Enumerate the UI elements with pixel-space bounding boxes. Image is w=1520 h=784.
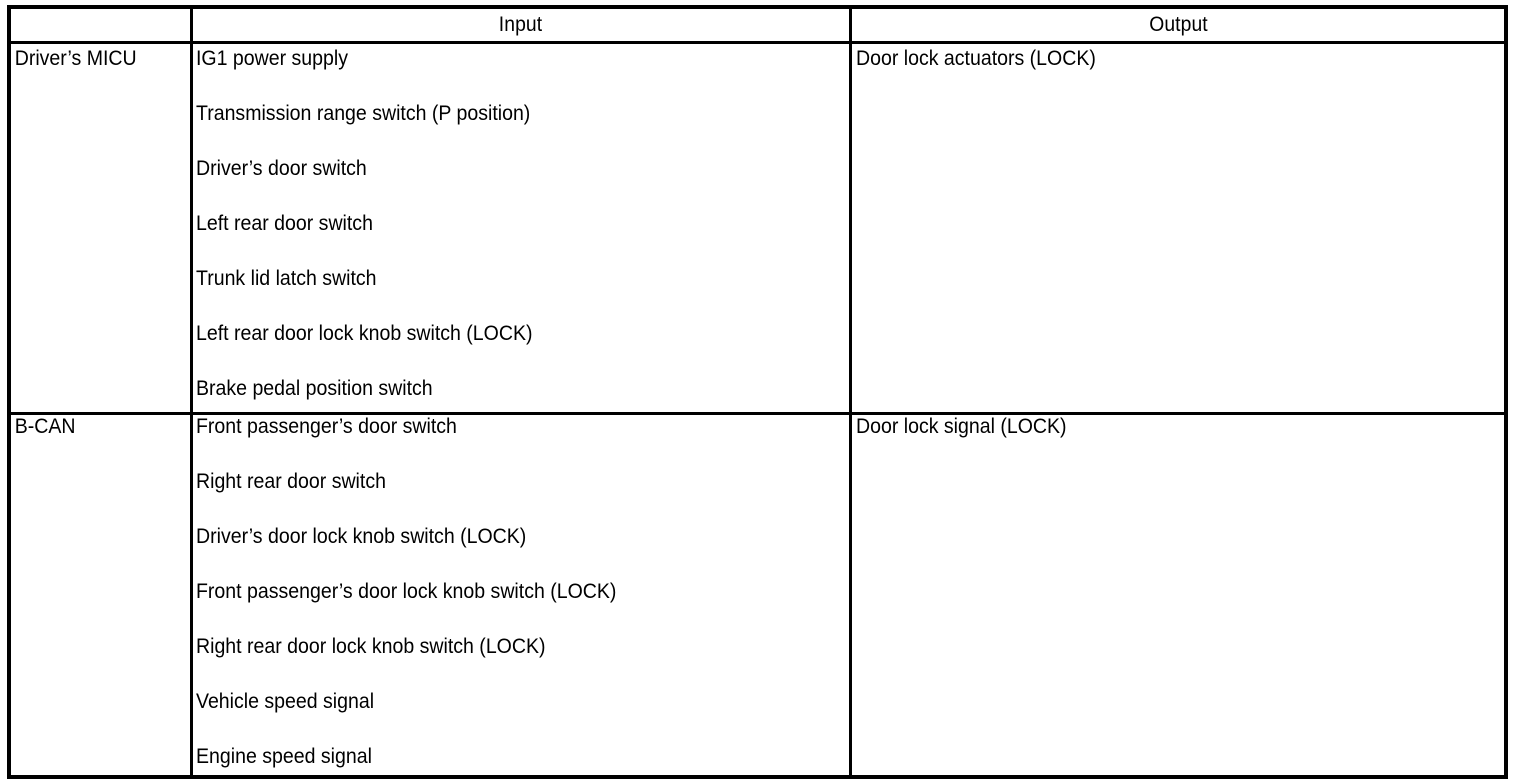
input-list-bcan: Front passenger’s door switch Right rear…: [196, 412, 846, 772]
header-column-divider-2: [849, 9, 852, 41]
table-body: Driver’s MICU IG1 power supply Transmiss…: [11, 44, 1504, 775]
list-item: Transmission range switch (P position): [196, 102, 531, 125]
list-item: Right rear door switch: [196, 470, 386, 493]
list-item: Brake pedal position switch: [196, 377, 433, 400]
list-item: Left rear door lock knob switch (LOCK): [196, 322, 533, 345]
list-item: Engine speed signal: [196, 745, 372, 768]
table-row: Driver’s MICU IG1 power supply Transmiss…: [11, 44, 1504, 412]
input-output-table: Input Output Driver’s MICU IG1 power sup…: [7, 5, 1508, 779]
output-value-bcan: Door lock signal (LOCK): [856, 415, 1067, 438]
list-item: Left rear door switch: [196, 212, 373, 235]
section-divider: [11, 412, 1504, 415]
header-cell-output: Output: [1149, 13, 1208, 36]
list-item: Front passenger’s door switch: [196, 415, 457, 438]
column-divider-1: [190, 44, 193, 775]
output-value-micu: Door lock actuators (LOCK): [856, 47, 1096, 70]
input-list-micu: IG1 power supply Transmission range swit…: [196, 44, 846, 404]
list-item: Right rear door lock knob switch (LOCK): [196, 635, 546, 658]
column-divider-2: [849, 44, 852, 775]
list-item: Trunk lid latch switch: [196, 267, 377, 290]
list-item: IG1 power supply: [196, 47, 348, 70]
list-item: Driver’s door switch: [196, 157, 367, 180]
header-cell-input: Input: [498, 13, 543, 36]
list-item: Front passenger’s door lock knob switch …: [196, 580, 617, 603]
header-column-divider-1: [190, 9, 193, 41]
section-label-bcan: B-CAN: [14, 415, 76, 438]
table-row: B-CAN Front passenger’s door switch Righ…: [11, 412, 1504, 775]
section-label-micu: Driver’s MICU: [14, 47, 137, 70]
list-item: Vehicle speed signal: [196, 690, 375, 713]
header-cell-system: [18, 9, 183, 41]
table-header-row: Input Output: [11, 9, 1504, 44]
list-item: Driver’s door lock knob switch (LOCK): [196, 525, 527, 548]
